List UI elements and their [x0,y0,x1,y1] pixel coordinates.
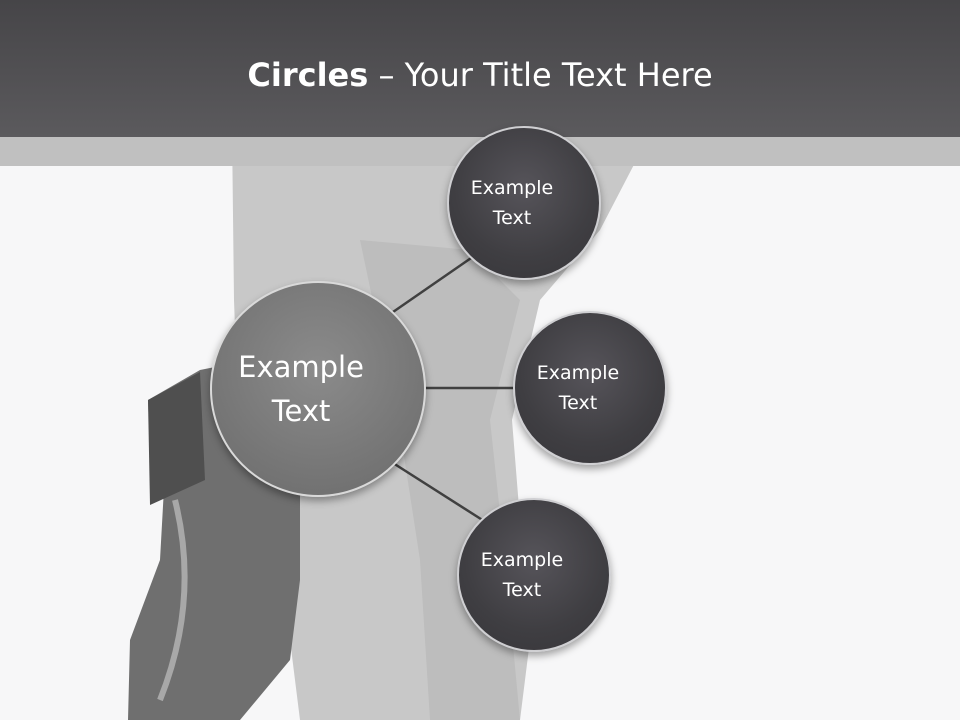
node-circle-top: Example Text [447,126,601,280]
title-rest: – Your Title Text Here [368,56,713,94]
node-middle-line1: Example [536,362,620,384]
slide-title: Circles – Your Title Text Here [0,52,960,98]
center-circle: Example Text [210,281,426,497]
node-circle-middle: Example Text [513,311,667,465]
node-middle-line2: Text [558,392,598,414]
node-circle-bottom: Example Text [457,498,611,652]
boot-heel [148,372,205,505]
connector-top [392,254,475,314]
center-circle-line2: Text [271,394,331,428]
node-top-line2: Text [492,207,532,229]
boot-highlight [157,499,188,702]
node-bottom-line1: Example [480,549,564,571]
node-top-line1: Example [470,177,554,199]
node-bottom-line2: Text [502,579,542,601]
title-bold: Circles [247,56,369,94]
connector-bottom [392,461,485,523]
header-bar [0,0,960,137]
center-circle-line1: Example [238,350,364,384]
